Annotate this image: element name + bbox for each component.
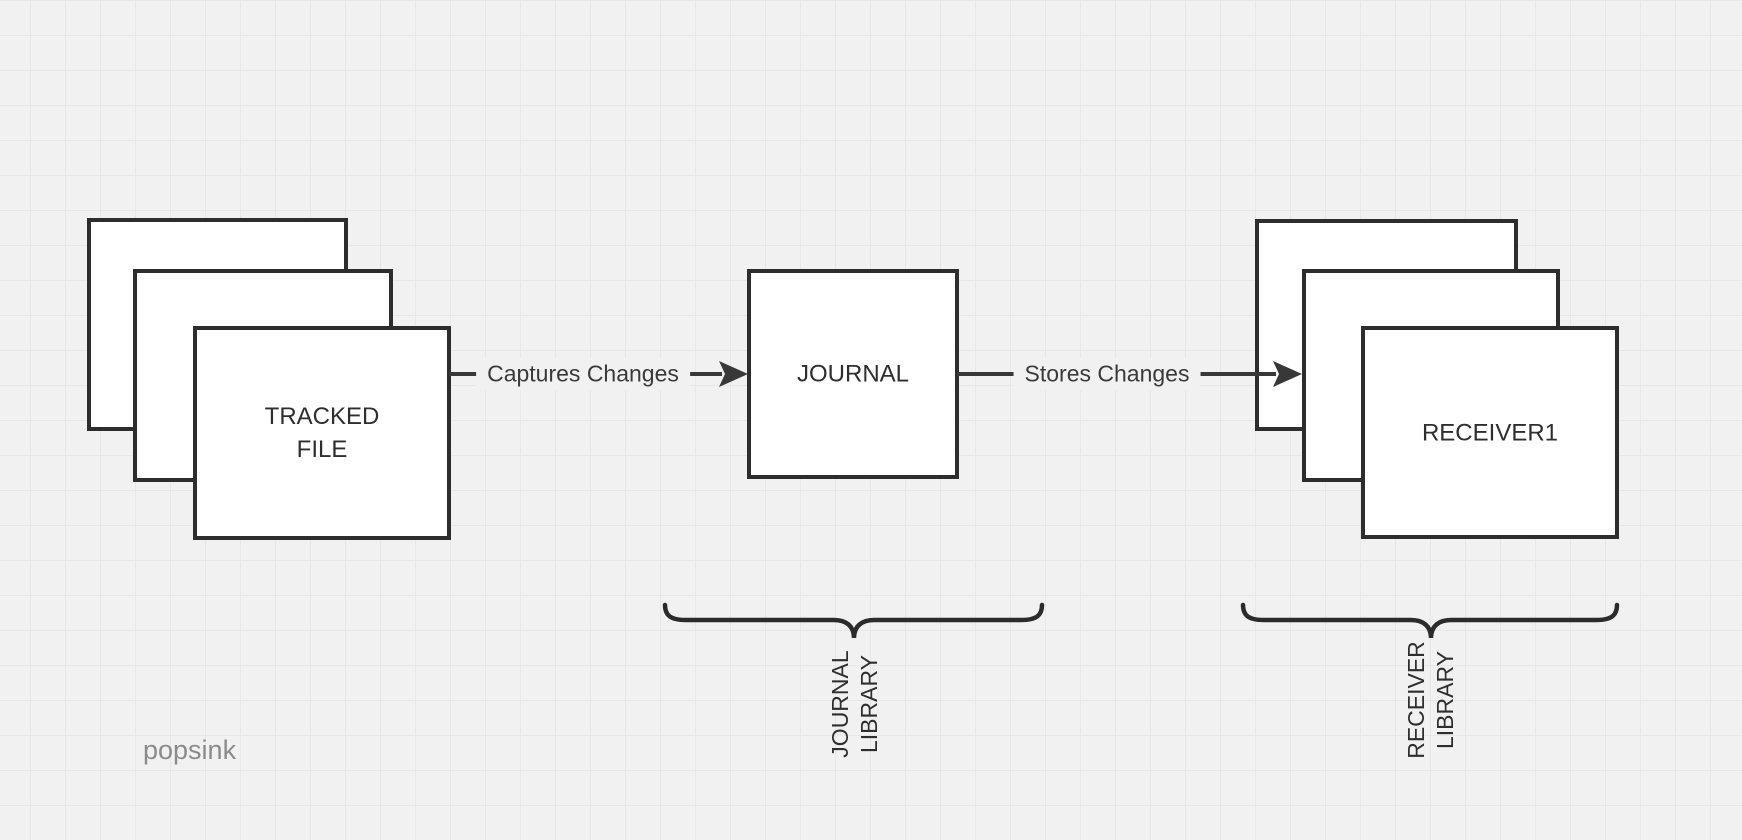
captures-changes-label[interactable]: Captures Changes — [476, 357, 690, 391]
receiver-label[interactable]: RECEIVER1 — [1421, 419, 1559, 447]
popsink-watermark: popsink — [143, 735, 237, 765]
receiver-library-brace[interactable] — [1240, 602, 1620, 639]
tracked-file-label[interactable]: TRACKED FILE — [264, 403, 380, 463]
journal-library-label[interactable]: JOURNAL LIBRARY — [827, 650, 882, 758]
stores-changes-label[interactable]: Stores Changes — [1013, 357, 1201, 391]
receiver-stack[interactable] — [1255, 219, 1619, 539]
captures-changes-arrowhead-icon — [719, 361, 748, 387]
tracked-file-card-front[interactable] — [193, 326, 451, 540]
journal-label[interactable]: JOURNAL — [796, 360, 910, 388]
journal-library-brace[interactable] — [662, 602, 1045, 639]
receiver-card-front[interactable] — [1361, 326, 1619, 539]
receiver-library-label[interactable]: RECEIVER LIBRARY — [1403, 641, 1458, 759]
stores-changes-arrowhead-icon — [1273, 361, 1302, 387]
tracked-file-stack[interactable] — [87, 218, 451, 540]
